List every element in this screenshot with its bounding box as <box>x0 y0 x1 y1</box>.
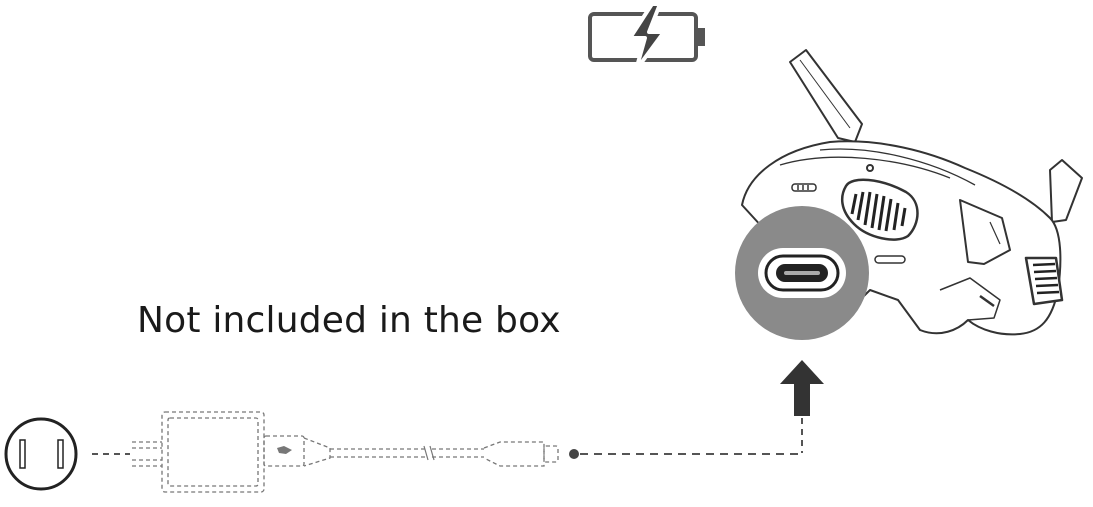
cable-logo-mark <box>277 446 292 454</box>
not-included-note: Not included in the box <box>137 300 561 341</box>
arrow-up-icon <box>780 360 824 453</box>
cable-break-mark <box>423 445 435 461</box>
power-outlet-icon <box>4 417 78 491</box>
battery-charging-icon <box>588 2 705 72</box>
usb-c-cable-icon <box>263 435 559 467</box>
usb-c-port-icon <box>735 206 869 340</box>
usb-charger-icon <box>132 411 265 493</box>
connector-dot <box>569 449 579 459</box>
